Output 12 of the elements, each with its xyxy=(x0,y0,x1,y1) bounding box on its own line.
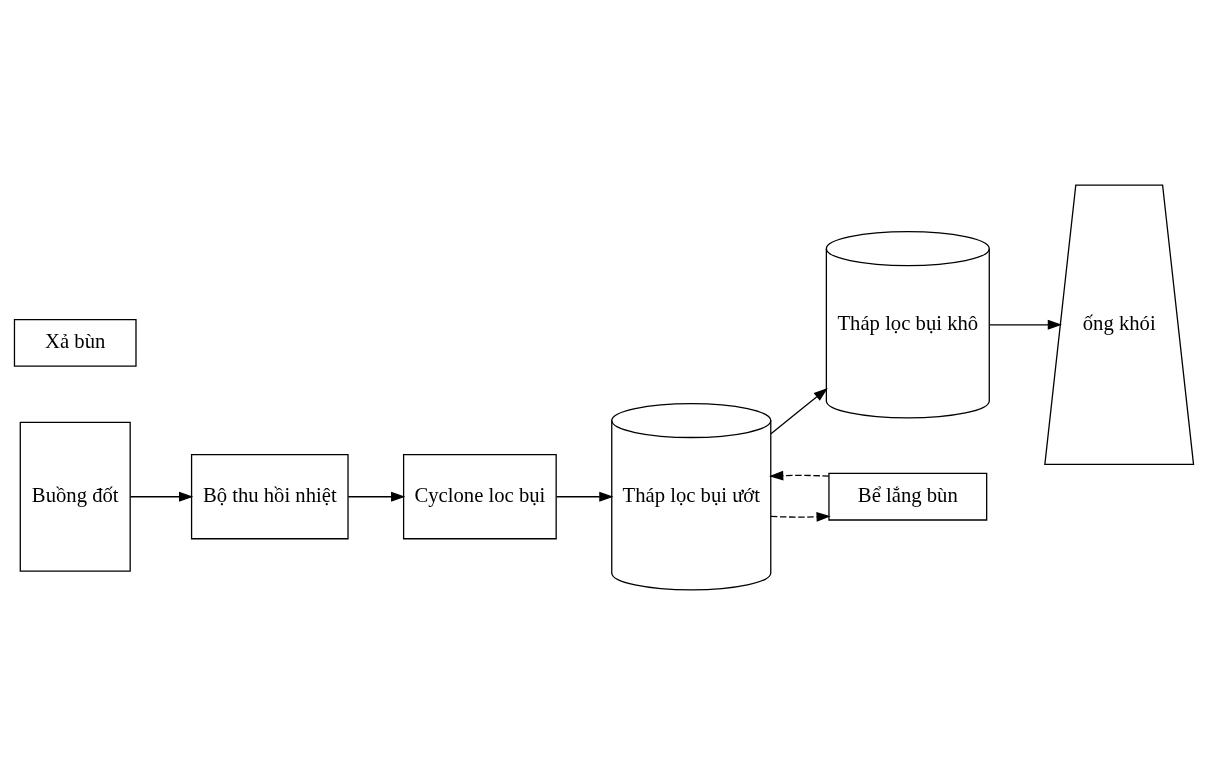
arrow xyxy=(769,470,830,481)
arrow xyxy=(555,491,614,502)
arrow xyxy=(347,491,406,502)
arrow xyxy=(129,491,194,502)
arrow xyxy=(770,387,828,434)
node-box: Xả bùn xyxy=(13,318,137,367)
node-box: Bộ thu hồi nhiệt xyxy=(190,453,349,539)
node-box: Bể lắng bùn xyxy=(828,472,988,521)
arrow xyxy=(989,319,1062,330)
node-box: Cyclone loc bụi xyxy=(402,453,557,539)
node-box: Buồng đốt xyxy=(19,421,131,572)
arrow xyxy=(770,511,831,522)
